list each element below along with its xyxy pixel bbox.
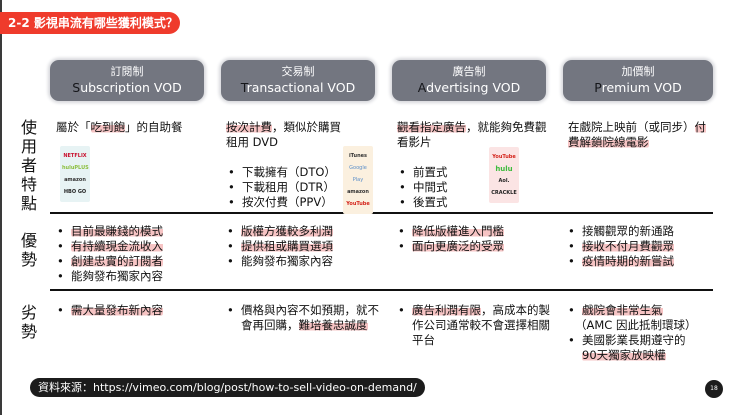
row-divider-2 — [50, 289, 713, 291]
hulu-logo: huluPLUS — [62, 165, 89, 171]
svod-user-traits: 屬於「吃到飽」的自助餐 — [56, 120, 183, 134]
youtube-logo: YouTube — [492, 154, 516, 160]
header-pvod-zh: 加價制 — [621, 65, 655, 78]
avod-advantages: 降低版權進入門檻 面向更廣泛的受眾 — [396, 224, 556, 254]
hulu-logo: hulu — [495, 165, 513, 173]
aol-logo: Aol. — [498, 178, 510, 184]
hbogo-logo: HBO GO — [63, 189, 87, 195]
svod-disadvantages: 需大量發布新內容 — [55, 303, 215, 318]
tvod-advantages: 版權方獲較多利潤 提供租或購買選項 能夠發布獨家內容 — [225, 224, 385, 269]
header-tvod-en: Transactional VOD — [240, 80, 356, 95]
youtube-logo: YouTube — [346, 201, 370, 207]
itunes-logo: iTunes — [348, 153, 368, 159]
svod-advantages: 目前最賺錢的模式 有持續現金流收入 創建忠實的訂閱者 能夠發布獨家內容 — [55, 224, 215, 284]
crackle-logo: CRACKLE — [491, 190, 517, 196]
source-link[interactable]: 資料來源：https://vimeo.com/blog/post/how-to-… — [30, 378, 425, 397]
avod-user-traits: 觀看指定廣告，就能夠免費觀看影片 前置式 中間式 後置式 — [397, 120, 547, 210]
row-divider-1 — [50, 212, 713, 214]
tvod-user-traits: 按次計費，類似於購買租用 DVD 下載擁有（DTO） 下載租用（DTR） 按次付… — [226, 120, 346, 210]
row-label-advantages: 優 勢 — [20, 231, 37, 269]
tvod-logos: iTunes Google Play amazon YouTube — [343, 146, 373, 214]
svod-logos: NETFLIX huluPLUS amazon HBO GO — [60, 146, 90, 202]
header-svod: 訂閱制 Subscription VOD — [50, 60, 204, 101]
row-label-disadvantages: 劣 勢 — [20, 303, 37, 341]
avod-disadvantages: 廣告利潤有限，高成本的製作公司通常較不會選擇相關平台 — [396, 303, 556, 348]
pvod-user-traits: 在戲院上映前（或同步）付費解鎖院線電影 — [568, 120, 706, 149]
amazon-logo: amazon — [347, 189, 369, 195]
header-avod: 廣告制 Advertising VOD — [392, 60, 546, 101]
header-tvod: 交易制 Transactional VOD — [221, 60, 375, 101]
netflix-logo: NETFLIX — [63, 153, 87, 159]
header-avod-en: Advertising VOD — [417, 80, 521, 95]
pvod-advantages: 接觸觀眾的新通路 接收不付月費觀眾 疫情時期的新嘗試 — [566, 224, 716, 269]
header-pvod: 加價制 Premium VOD — [563, 60, 713, 101]
tvod-disadvantages: 價格與內容不如預期，就不會再回購，難培養忠誠度 — [225, 303, 385, 333]
slide-title: 2-2 影視串流有哪些獲利模式？ — [0, 12, 180, 34]
header-tvod-zh: 交易制 — [281, 65, 315, 78]
row-label-user-traits: 使 用 者 特 點 — [20, 118, 37, 213]
google-play-logo: Google Play — [349, 165, 367, 183]
header-avod-zh: 廣告制 — [452, 65, 486, 78]
amazon-logo: amazon — [64, 177, 86, 183]
page-number: 18 — [705, 380, 723, 398]
left-edge-border — [0, 0, 2, 415]
header-svod-zh: 訂閱制 — [110, 65, 144, 78]
header-svod-en: Subscription VOD — [72, 80, 182, 95]
avod-logos: YouTube hulu Aol. CRACKLE — [489, 147, 519, 203]
header-pvod-en: Premium VOD — [594, 80, 682, 95]
